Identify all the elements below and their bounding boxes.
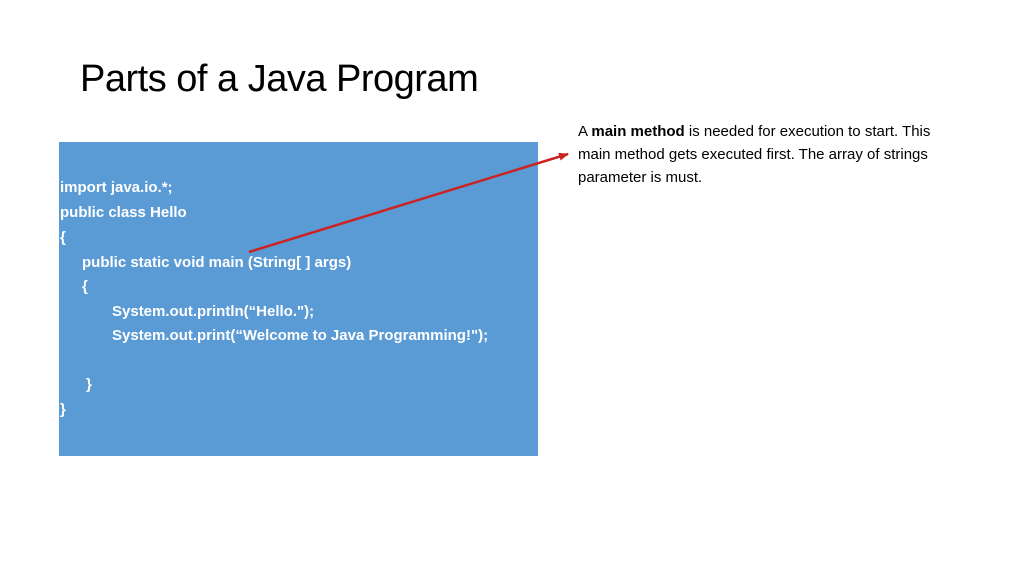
code-line-println: System.out.println(“Hello."); bbox=[112, 303, 315, 320]
code-line-main-signature: public static void main (String[ ] args) bbox=[82, 254, 352, 271]
note-emphasis: main method bbox=[591, 123, 685, 140]
code-line-class-close-brace: } bbox=[60, 401, 66, 418]
note-prefix: A bbox=[578, 123, 592, 140]
note-suffix: is needed for execution to start. This m… bbox=[578, 123, 931, 186]
code-line-print: System.out.print(“Welcome to Java Progra… bbox=[112, 327, 489, 344]
slide-title: Parts of a Java Program bbox=[80, 58, 479, 100]
code-line-class-declaration: public class Hello bbox=[60, 204, 187, 221]
arrow-line bbox=[248, 152, 569, 254]
annotation-note: A main method is needed for execution to… bbox=[578, 120, 938, 189]
code-line-main-open-brace: { bbox=[82, 278, 88, 295]
code-line-import: import java.io.*; bbox=[60, 179, 173, 196]
code-line-class-open-brace: { bbox=[60, 229, 66, 246]
code-line-main-close-brace: } bbox=[86, 376, 92, 393]
code-block: import java.io.*; public class Hello { p… bbox=[59, 142, 538, 456]
